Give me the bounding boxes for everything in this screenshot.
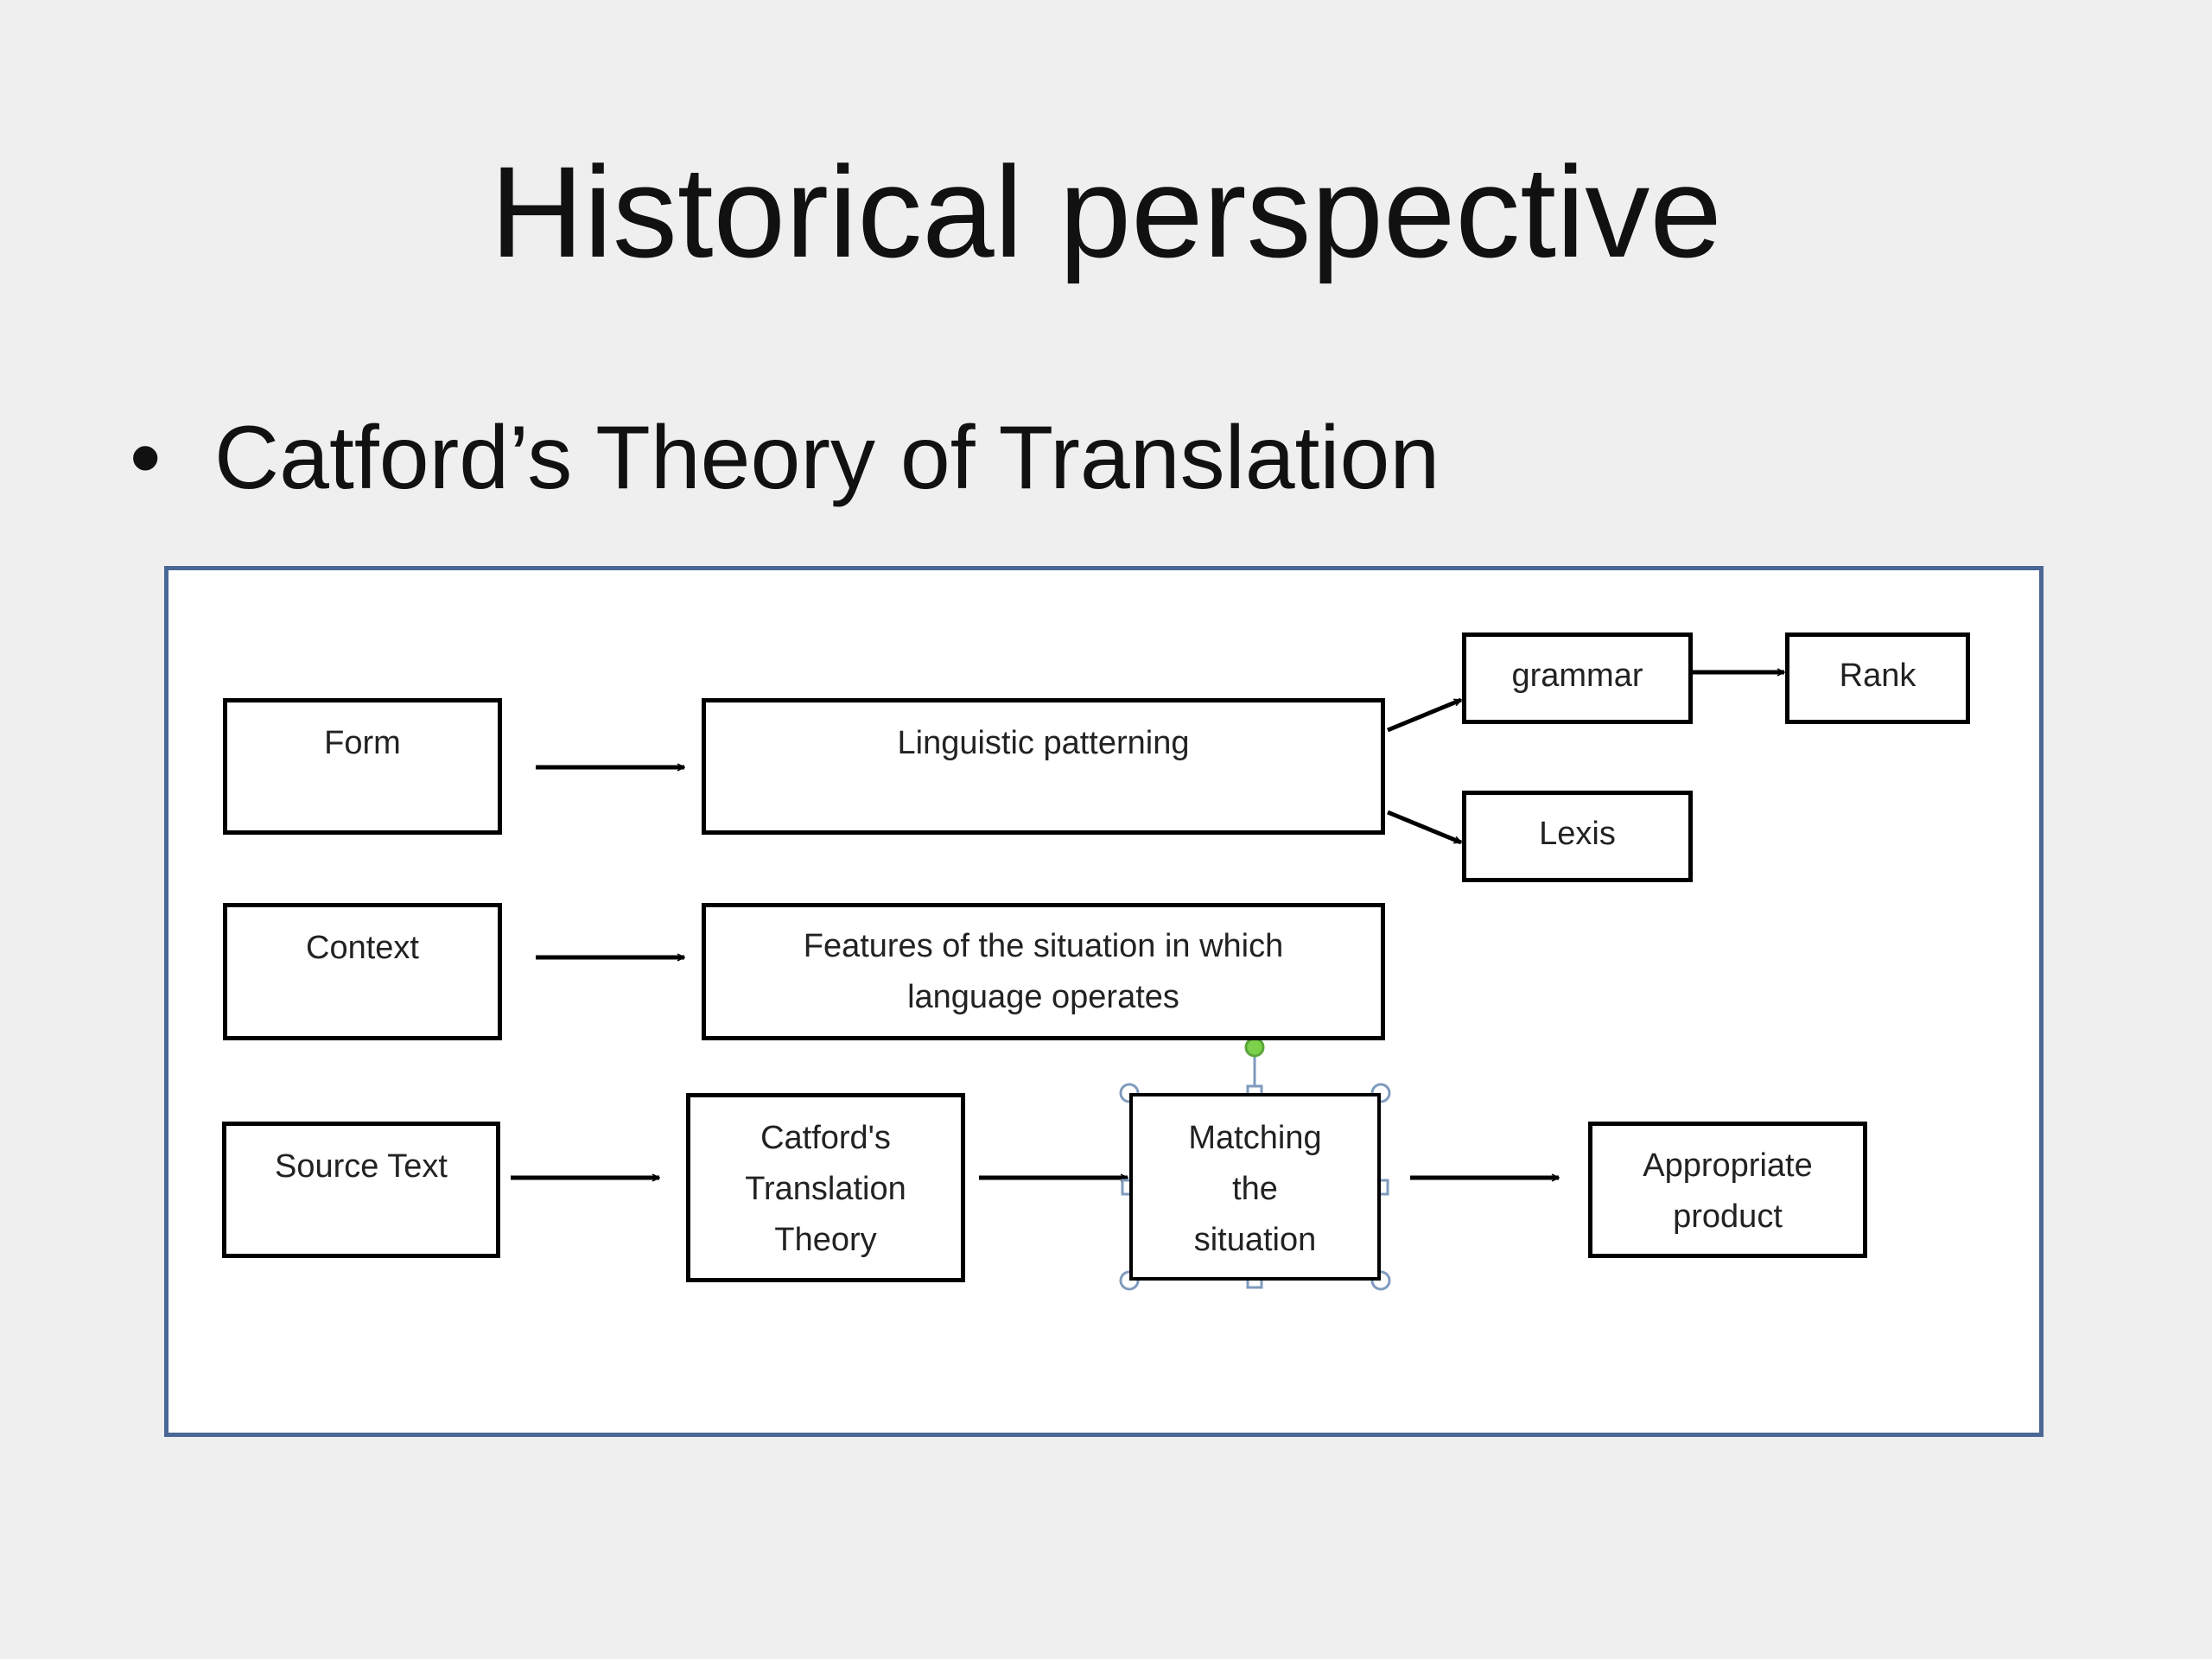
box-grammar: grammar	[1462, 632, 1693, 724]
box-linguistic-patterning: Linguistic patterning	[702, 698, 1385, 835]
box-form: Form	[223, 698, 502, 835]
box-rank: Rank	[1785, 632, 1970, 724]
box-grammar-label: grammar	[1511, 658, 1643, 694]
slide-title: Historical perspective	[490, 139, 1722, 284]
box-matching-situation[interactable]: Matching the situation	[1129, 1093, 1381, 1281]
box-catford-theory-label: Catford's Translation Theory	[745, 1120, 906, 1258]
box-linguistic-patterning-label: Linguistic patterning	[897, 725, 1190, 761]
box-matching-situation-label: Matching the situation	[1188, 1120, 1322, 1258]
bullet-item: •Catford’s Theory of Translation	[130, 413, 1440, 503]
box-features-label: Features of the situation in which langu…	[803, 928, 1284, 1015]
box-lexis-label: Lexis	[1539, 816, 1616, 852]
bullet-text: Catford’s Theory of Translation	[214, 408, 1440, 508]
box-source-text-label: Source Text	[275, 1148, 448, 1185]
box-context-label: Context	[306, 930, 419, 966]
box-rank-label: Rank	[1839, 658, 1916, 694]
box-source-text: Source Text	[222, 1122, 500, 1258]
arrow-linguistic-to-lexis	[1387, 810, 1461, 845]
box-form-label: Form	[324, 725, 401, 761]
box-lexis: Lexis	[1462, 791, 1693, 882]
diagram-frame: Form Linguistic patterning grammar Rank …	[164, 566, 2044, 1437]
box-appropriate-product-label: Appropriate product	[1643, 1147, 1813, 1235]
box-features: Features of the situation in which langu…	[702, 903, 1385, 1040]
box-context: Context	[223, 903, 502, 1040]
bullet-dot: •	[130, 408, 162, 508]
rotate-handle	[1244, 1037, 1265, 1058]
box-appropriate-product: Appropriate product	[1588, 1122, 1867, 1258]
arrow-linguistic-to-grammar	[1387, 697, 1461, 733]
box-catford-theory: Catford's Translation Theory	[686, 1093, 965, 1282]
